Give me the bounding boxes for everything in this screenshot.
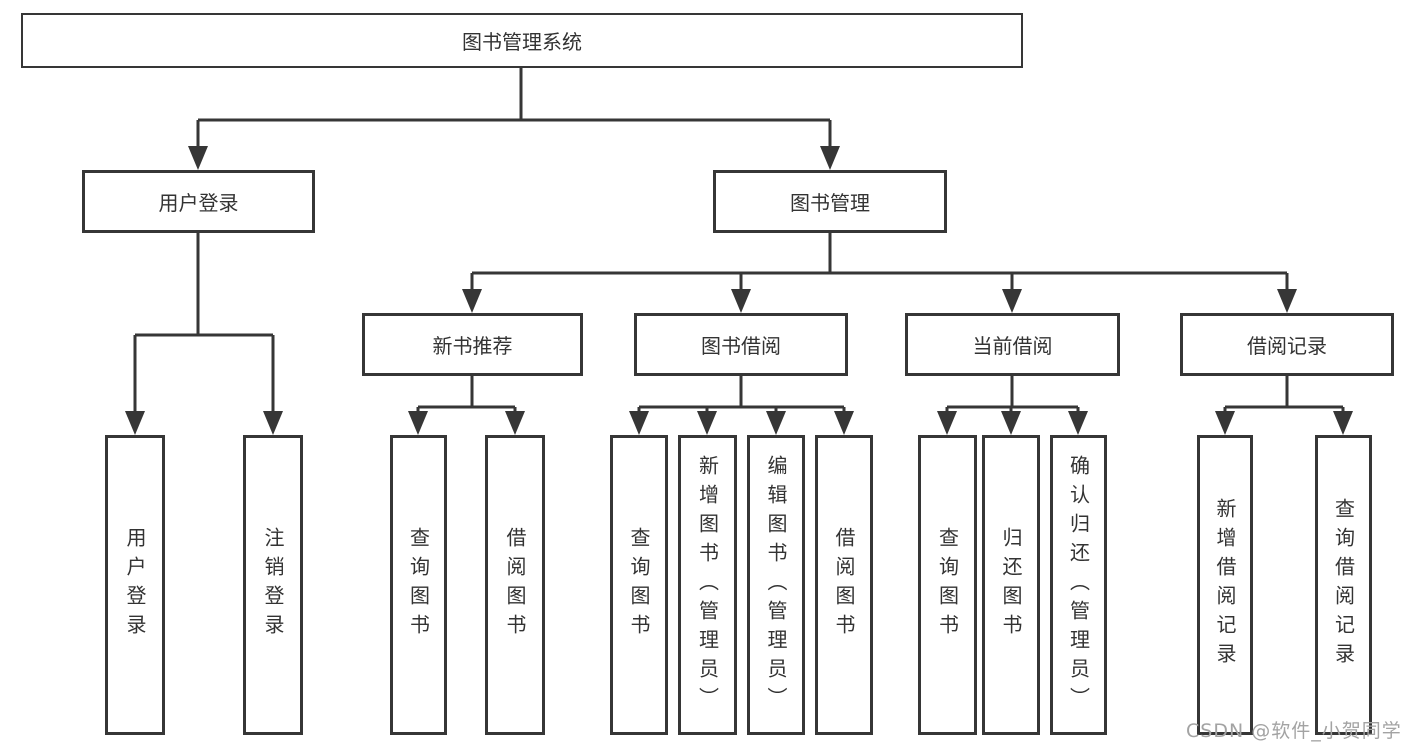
leaf-borrow-books-label: 借阅图书 [832, 527, 856, 643]
arrowhead [834, 411, 854, 435]
connector-new-book-recommend-to-leaves [416, 376, 517, 416]
leaf-logout: 注销登录 [243, 435, 303, 735]
leaf-borrow-books-recommend-label: 借阅图书 [503, 527, 527, 643]
leaf-borrow-books: 借阅图书 [815, 435, 873, 735]
leaf-query-books-recommend: 查询图书 [390, 435, 447, 735]
leaf-add-books-admin-label: 新增图书（管理员） [695, 454, 720, 716]
leaf-confirm-return-admin: 确认归还（管理员） [1050, 435, 1107, 735]
leaf-borrow-books-recommend: 借阅图书 [485, 435, 545, 735]
leaf-confirm-return-admin-label: 确认归还（管理员） [1066, 454, 1091, 716]
arrowhead [263, 411, 283, 435]
arrowhead [188, 146, 208, 170]
connector-borrowing-records-to-leaves [1223, 376, 1345, 416]
arrowhead [1068, 411, 1088, 435]
leaf-query-books-borrowing: 查询图书 [610, 435, 668, 735]
arrowhead [937, 411, 957, 435]
connector-current-borrowing-to-leaves [945, 376, 1080, 416]
arrowhead [731, 289, 751, 313]
arrowhead [766, 411, 786, 435]
leaf-user-login-label: 用户登录 [123, 527, 147, 643]
node-user-login: 用户登录 [82, 170, 315, 233]
arrowhead [505, 411, 525, 435]
leaf-query-books-recommend-label: 查询图书 [406, 527, 431, 643]
arrowhead [820, 146, 840, 170]
leaf-return-books: 归还图书 [982, 435, 1040, 735]
node-root: 图书管理系统 [21, 13, 1023, 68]
node-borrowing-records: 借阅记录 [1180, 313, 1394, 376]
arrowhead [408, 411, 428, 435]
arrowhead [1215, 411, 1235, 435]
leaf-query-borrow-record: 查询借阅记录 [1315, 435, 1372, 735]
leaf-user-login: 用户登录 [105, 435, 165, 735]
node-book-borrowing: 图书借阅 [634, 313, 848, 376]
leaf-edit-books-admin: 编辑图书（管理员） [747, 435, 805, 735]
arrowhead [697, 411, 717, 435]
leaf-add-borrow-record: 新增借阅记录 [1197, 435, 1253, 735]
connector-user-login-to-leaves [133, 233, 275, 415]
arrowhead [1002, 289, 1022, 313]
arrowhead [125, 411, 145, 435]
node-current-borrowing: 当前借阅 [905, 313, 1120, 376]
csdn-watermark: CSDN @软件_小贺同学 [1186, 720, 1402, 742]
arrowhead [1277, 289, 1297, 313]
leaf-edit-books-admin-label: 编辑图书（管理员） [764, 454, 788, 716]
leaf-add-books-admin: 新增图书（管理员） [678, 435, 737, 735]
arrowhead [1333, 411, 1353, 435]
arrowhead [1001, 411, 1021, 435]
leaf-add-borrow-record-label: 新增借阅记录 [1213, 498, 1237, 672]
node-new-book-recommend: 新书推荐 [362, 313, 583, 376]
arrowhead [629, 411, 649, 435]
node-book-management: 图书管理 [713, 170, 947, 233]
leaf-logout-label: 注销登录 [261, 527, 285, 643]
arrowhead [462, 289, 482, 313]
leaf-query-books-current: 查询图书 [918, 435, 977, 735]
leaf-return-books-label: 归还图书 [999, 527, 1023, 643]
leaf-query-books-current-label: 查询图书 [935, 527, 960, 643]
connector-root-to-level2 [196, 68, 832, 150]
connector-book-management-to-level3 [470, 233, 1289, 294]
connector-book-borrowing-to-leaves [637, 376, 846, 416]
leaf-query-borrow-record-label: 查询借阅记录 [1331, 498, 1356, 672]
leaf-query-books-borrowing-label: 查询图书 [627, 527, 651, 643]
